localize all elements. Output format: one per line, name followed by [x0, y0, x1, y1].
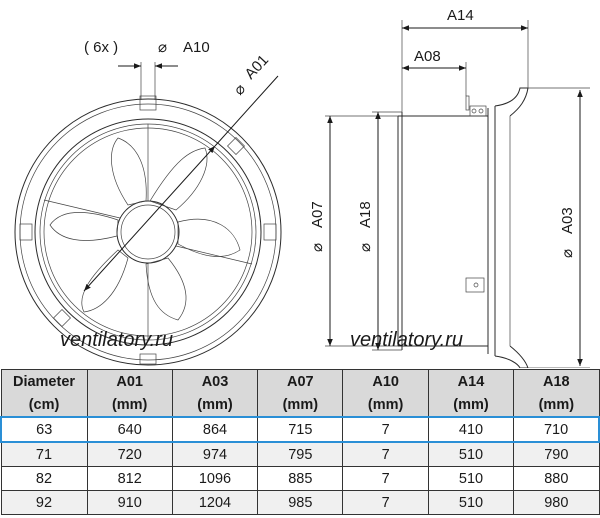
table-cell: 7: [342, 416, 429, 443]
a10-label: A10: [183, 39, 210, 56]
unit-a01: (mm): [86, 393, 173, 418]
table-cell: 812: [86, 466, 173, 491]
watermark-right: ventilatory.ru: [350, 329, 463, 351]
technical-drawing: ⌀ A01 ( 6x ) ⌀ A10 ventilatory.ru: [14, 7, 590, 368]
unit-a14: (mm): [427, 393, 515, 418]
header-a03: A03: [171, 369, 259, 393]
a01-diameter-symbol: ⌀: [230, 81, 249, 99]
a01-dimension-line: [83, 145, 216, 292]
table-cell: 63: [0, 416, 88, 443]
table-cell: 510: [427, 490, 515, 515]
table-row-highlighted[interactable]: 63 640 864 715 7 410 710: [0, 416, 600, 443]
header-diameter: Diameter: [0, 369, 88, 393]
support-struts: [43, 124, 253, 340]
a07-label: A07: [309, 201, 326, 228]
table-cell: 720: [86, 441, 173, 467]
table-cell: 92: [0, 490, 88, 515]
table-row[interactable]: 71 720 974 795 7 510 790: [0, 441, 600, 467]
motor-hub: [116, 200, 180, 264]
hole-count-label: ( 6x ): [84, 39, 118, 56]
table-row[interactable]: 82 812 1096 885 7 510 880: [0, 466, 600, 491]
table-cell: 71: [0, 441, 88, 467]
table-cell: 795: [257, 441, 344, 467]
table-cell: 864: [171, 416, 259, 443]
a10-diameter-symbol: ⌀: [158, 39, 167, 56]
a07-diameter-symbol: ⌀: [309, 243, 326, 252]
fan-blades: [49, 137, 241, 321]
table-cell: 1204: [171, 490, 259, 515]
outer-flange-ring: [14, 98, 282, 366]
unit-diameter: (cm): [0, 393, 88, 418]
table-cell: 510: [427, 466, 515, 491]
table-cell: 7: [342, 490, 429, 515]
mounting-brackets: [465, 95, 487, 293]
table-cell: 880: [513, 466, 600, 491]
mounting-tabs: [19, 95, 277, 365]
table-cell: 910: [86, 490, 173, 515]
header-a01: A01: [86, 369, 173, 393]
a18-diameter-symbol: ⌀: [357, 243, 374, 252]
table-cell: 974: [171, 441, 259, 467]
header-a14: A14: [427, 369, 515, 393]
header-a18: A18: [513, 369, 600, 393]
table-cell: 885: [257, 466, 344, 491]
unit-a18: (mm): [513, 393, 600, 418]
table-cell: 715: [257, 416, 344, 443]
table-cell: 640: [86, 416, 173, 443]
table-cell: 7: [342, 441, 429, 467]
side-view: A14 A08 ⌀ A07 ⌀ A18 ⌀ A03 ventilatory.ru: [309, 7, 590, 368]
watermark-left: ventilatory.ru: [60, 329, 173, 351]
unit-a03: (mm): [171, 393, 259, 418]
table-cell: 410: [427, 416, 515, 443]
table-cell: 985: [257, 490, 344, 515]
a18-label: A18: [357, 201, 374, 228]
table-cell: 82: [0, 466, 88, 491]
inner-housing-ring: [34, 118, 262, 346]
table-cell: 1096: [171, 466, 259, 491]
front-view: ⌀ A01 ( 6x ) ⌀ A10 ventilatory.ru: [14, 39, 282, 366]
header-a10: A10: [342, 369, 429, 393]
header-a07: A07: [257, 369, 344, 393]
table-cell: 790: [513, 441, 600, 467]
a03-label: A03: [559, 207, 576, 234]
table-cell: 510: [427, 441, 515, 467]
table-cell: 980: [513, 490, 600, 515]
unit-a07: (mm): [257, 393, 344, 418]
a01-label: A01: [241, 52, 272, 83]
table-cell: 7: [342, 466, 429, 491]
a08-label: A08: [414, 48, 441, 65]
a14-label: A14: [447, 7, 474, 24]
table-cell: 710: [513, 416, 600, 443]
unit-a10: (mm): [342, 393, 429, 418]
table-units-row: (cm) (mm) (mm) (mm) (mm) (mm) (mm): [0, 393, 600, 418]
table-header-row: Diameter A01 A03 A07 A10 A14 A18: [0, 369, 600, 393]
dimensions-table: Diameter A01 A03 A07 A10 A14 A18 (cm) (m…: [0, 369, 600, 515]
table-row[interactable]: 92 910 1204 985 7 510 980: [0, 490, 600, 515]
a03-diameter-symbol: ⌀: [559, 249, 576, 258]
